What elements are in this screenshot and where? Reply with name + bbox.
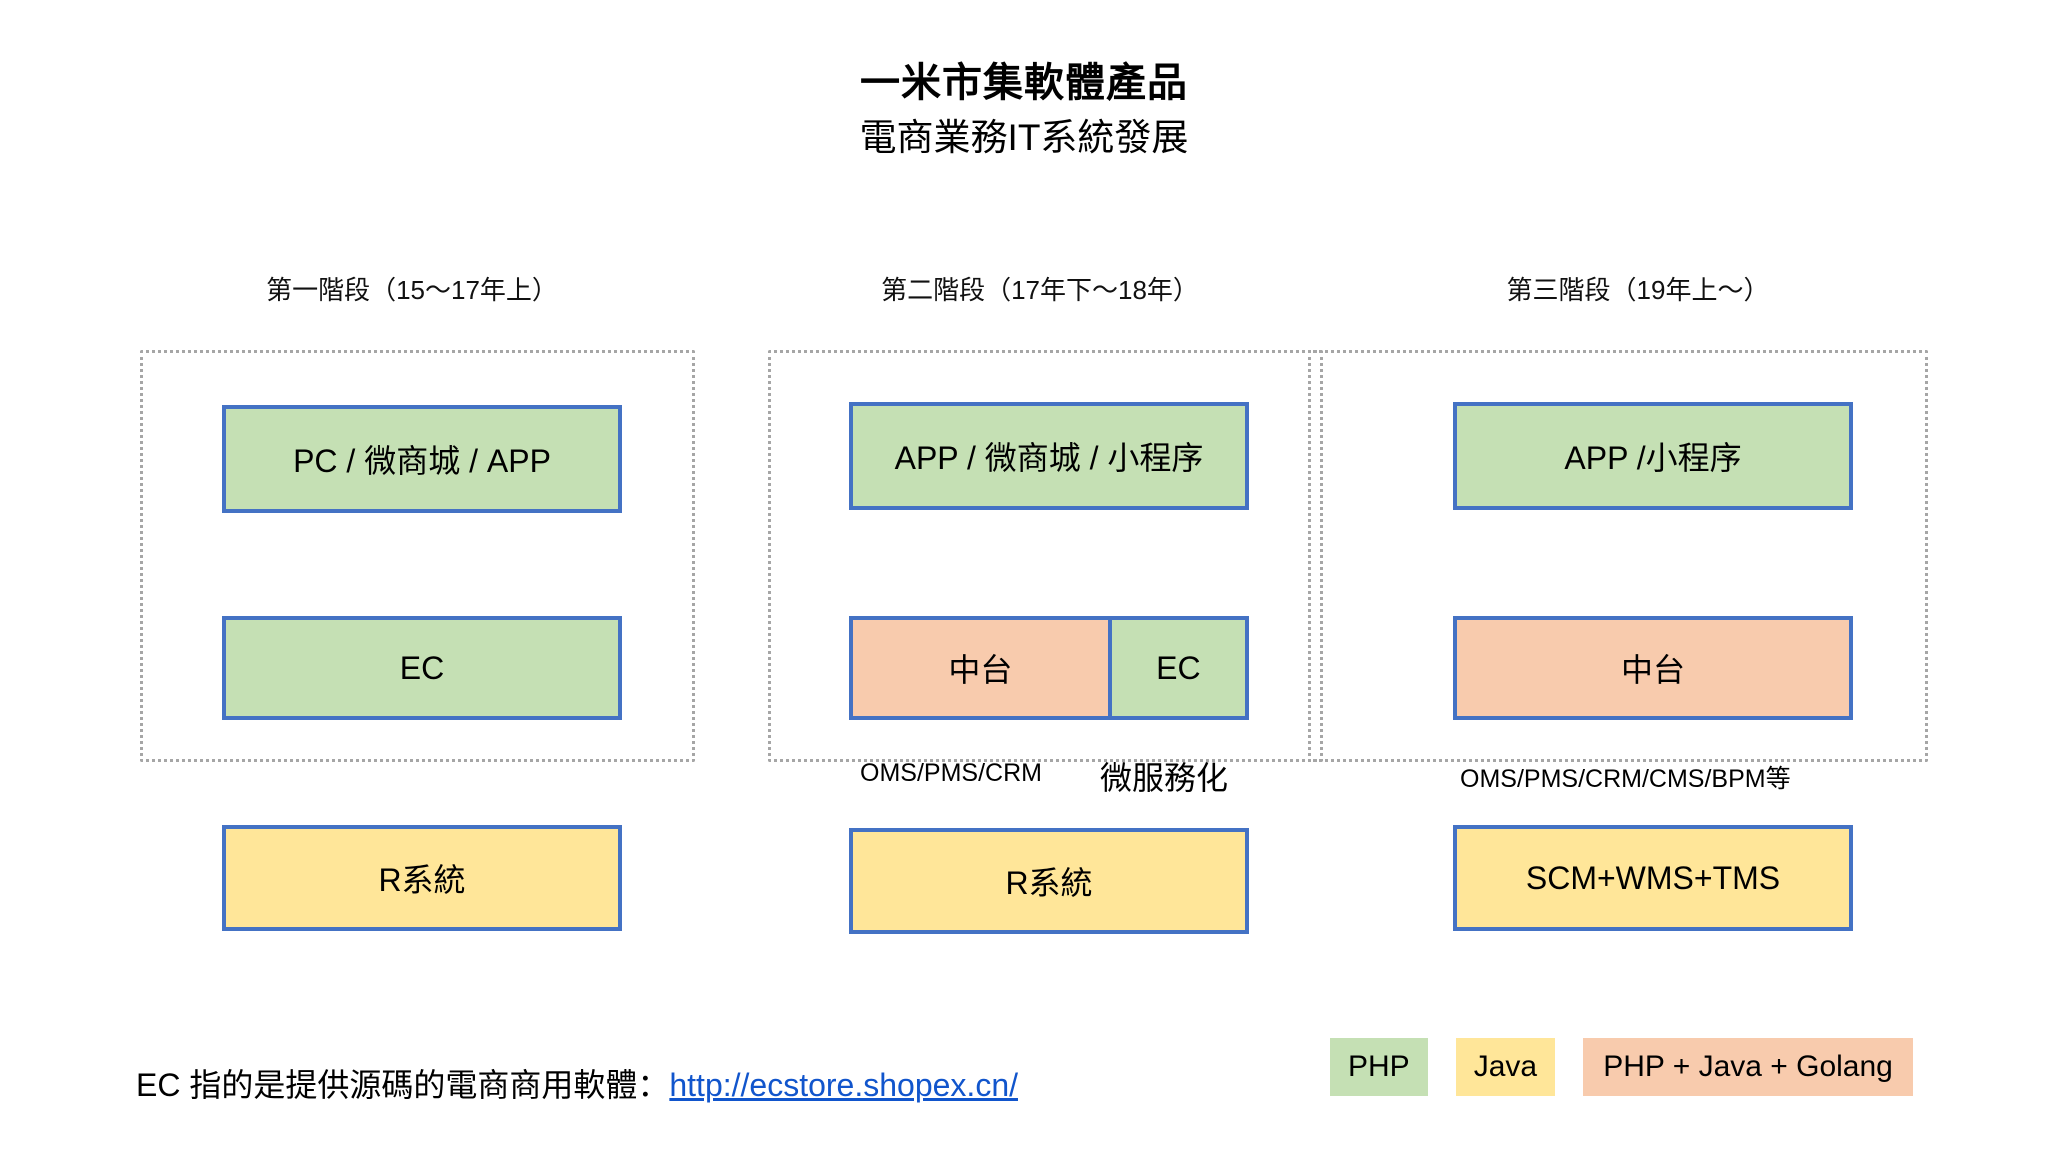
stage-3-header: 第三階段（19年上～） bbox=[1506, 275, 1770, 305]
footnote-text: EC 指的是提供源碼的電商商用軟體： bbox=[136, 1067, 670, 1103]
legend-chip-php-java-golang: PHP + Java + Golang bbox=[1583, 1038, 1914, 1096]
page-subtitle: 電商業務IT系統發展 bbox=[859, 117, 1189, 158]
title-block: 一米市集軟體產品 電商業務IT系統發展 bbox=[0, 58, 2048, 162]
stage-1-box-ec[interactable]: EC bbox=[222, 616, 622, 720]
stage-2-box-ec[interactable]: EC bbox=[1111, 620, 1245, 716]
stage-3-box-frontend[interactable]: APP /小程序 bbox=[1453, 402, 1853, 510]
stage-1-box-rsystem[interactable]: R系統 bbox=[222, 825, 622, 931]
stage-2-dotted-frame bbox=[768, 350, 1323, 762]
stage-3-dotted-frame bbox=[1308, 350, 1928, 762]
stage-3-box-scm-wms-tms[interactable]: SCM+WMS+TMS bbox=[1453, 825, 1853, 931]
stage-1-header: 第一階段（15～17年上） bbox=[266, 275, 558, 305]
stage-3-annotation-modules: OMS/PMS/CRM/CMS/BPM等 bbox=[1460, 765, 1791, 793]
stage-2-box-midplatform[interactable]: 中台 bbox=[853, 620, 1112, 716]
stage-2-box-rsystem[interactable]: R系統 bbox=[849, 828, 1249, 934]
legend-chip-php: PHP bbox=[1330, 1038, 1428, 1096]
stage-3-box-midplatform[interactable]: 中台 bbox=[1453, 616, 1853, 720]
stage-2-annotation-modules: OMS/PMS/CRM bbox=[860, 759, 1042, 787]
footnote: EC 指的是提供源碼的電商商用軟體：http://ecstore.shopex.… bbox=[136, 1060, 1018, 1106]
stage-2-header: 第二階段（17年下～18年） bbox=[881, 275, 1199, 305]
stage-2-annotation-microservices: 微服務化 bbox=[1100, 760, 1229, 796]
stage-2-box-frontend[interactable]: APP / 微商城 / 小程序 bbox=[849, 402, 1249, 510]
legend-chip-java: Java bbox=[1455, 1038, 1556, 1096]
legend: PHP Java PHP + Java + Golang bbox=[1330, 1038, 1914, 1096]
stage-1-dotted-frame bbox=[140, 350, 695, 762]
stage-1-column: 第一階段（15～17年上） bbox=[132, 270, 692, 310]
stage-1-box-frontend[interactable]: PC / 微商城 / APP bbox=[222, 405, 622, 513]
stage-2-box-midplatform-ec[interactable]: 中台 EC bbox=[849, 616, 1249, 720]
footnote-link[interactable]: http://ecstore.shopex.cn/ bbox=[669, 1067, 1018, 1103]
stage-2-column: 第二階段（17年下～18年） bbox=[760, 270, 1320, 310]
page-title: 一米市集軟體產品 bbox=[860, 61, 1188, 105]
stage-3-column: 第三階段（19年上～） bbox=[1358, 270, 1918, 310]
